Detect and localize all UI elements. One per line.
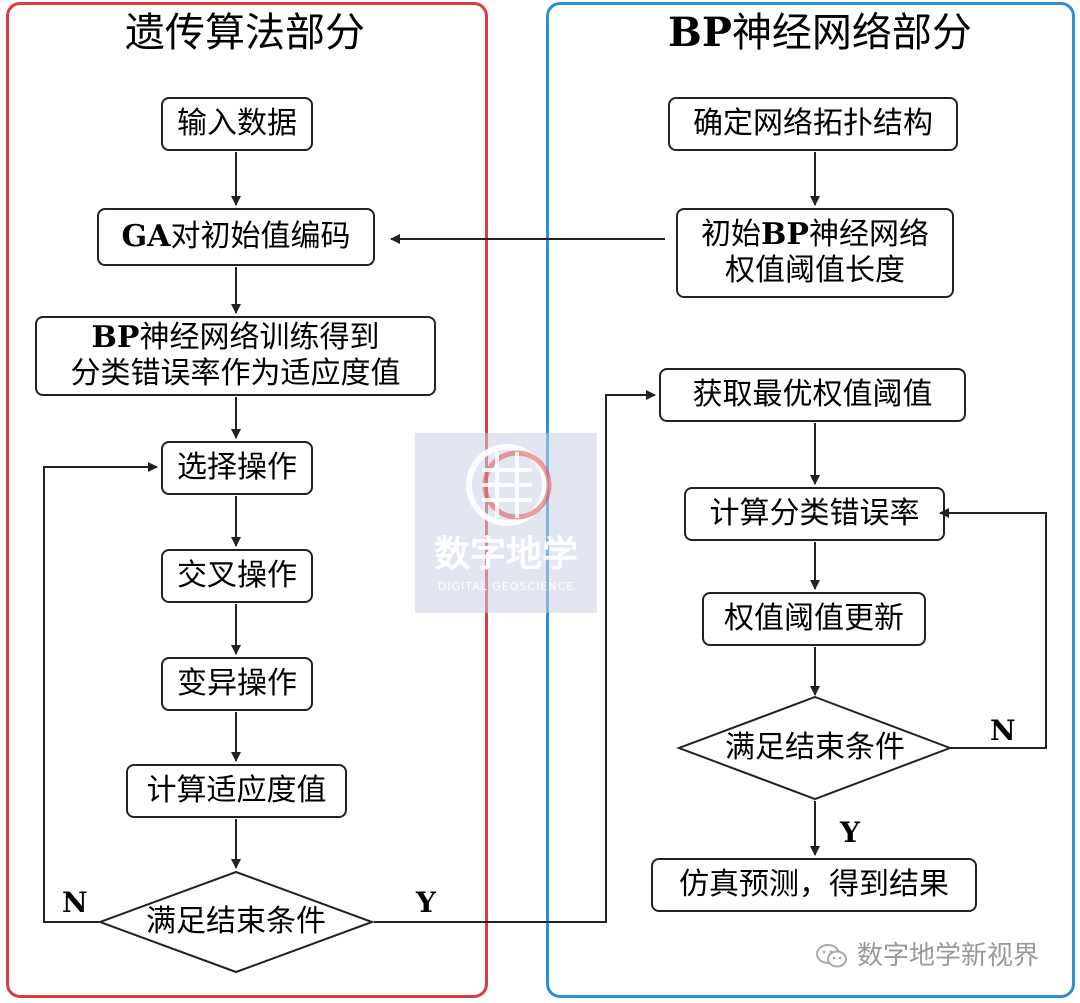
ga-mutate-box: 变异操作 [161, 657, 313, 711]
wechat-icon [816, 944, 847, 968]
ga-train-box: BP神经网络训练得到 分类错误率作为适应度值 [35, 316, 436, 396]
watermark-subtext: DIGITAL GEOSCIENCE [437, 580, 575, 593]
ga-condition-diamond [97, 870, 375, 974]
bp-init-box: 初始BP神经网络 权值阈值长度 [676, 208, 954, 298]
ga-y-label: Y [416, 886, 436, 919]
arrow-bp-n-loop [939, 508, 1047, 749]
bp-topology-box: 确定网络拓扑结构 [668, 97, 958, 151]
ga-select-box: 选择操作 [161, 441, 313, 495]
ga-fitness-box: 计算适应度值 [126, 764, 347, 818]
watermark-logo-icon [466, 444, 552, 526]
ga-cross-box: 交叉操作 [161, 549, 313, 603]
ga-title: 遗传算法部分 [125, 10, 365, 56]
bp-result-box: 仿真预测，得到结果 [651, 858, 977, 912]
ga-n-label: N [62, 886, 88, 919]
bp-best-box: 获取最优权值阈值 [659, 368, 966, 422]
watermark-text: 数字地学 [433, 534, 578, 575]
arrow-ga-y [374, 390, 656, 923]
arrow-ga-n-loop [43, 462, 158, 923]
bp-condition-diamond [676, 695, 953, 801]
bp-error-box: 计算分类错误率 [684, 487, 945, 541]
footer-credit: 数字地学新视界 [815, 940, 1039, 972]
bp-n-label: N [990, 714, 1016, 747]
bp-y-label: Y [840, 816, 860, 849]
bp-condition-text: 满足结束条件 [725, 730, 905, 765]
bp-update-box: 权值阈值更新 [702, 592, 926, 646]
bp-title: BP神经网络部分 [668, 9, 972, 57]
ga-input-box: 输入数据 [161, 97, 313, 151]
footer-text: 数字地学新视界 [857, 941, 1040, 971]
ga-condition-text: 满足结束条件 [146, 904, 326, 939]
